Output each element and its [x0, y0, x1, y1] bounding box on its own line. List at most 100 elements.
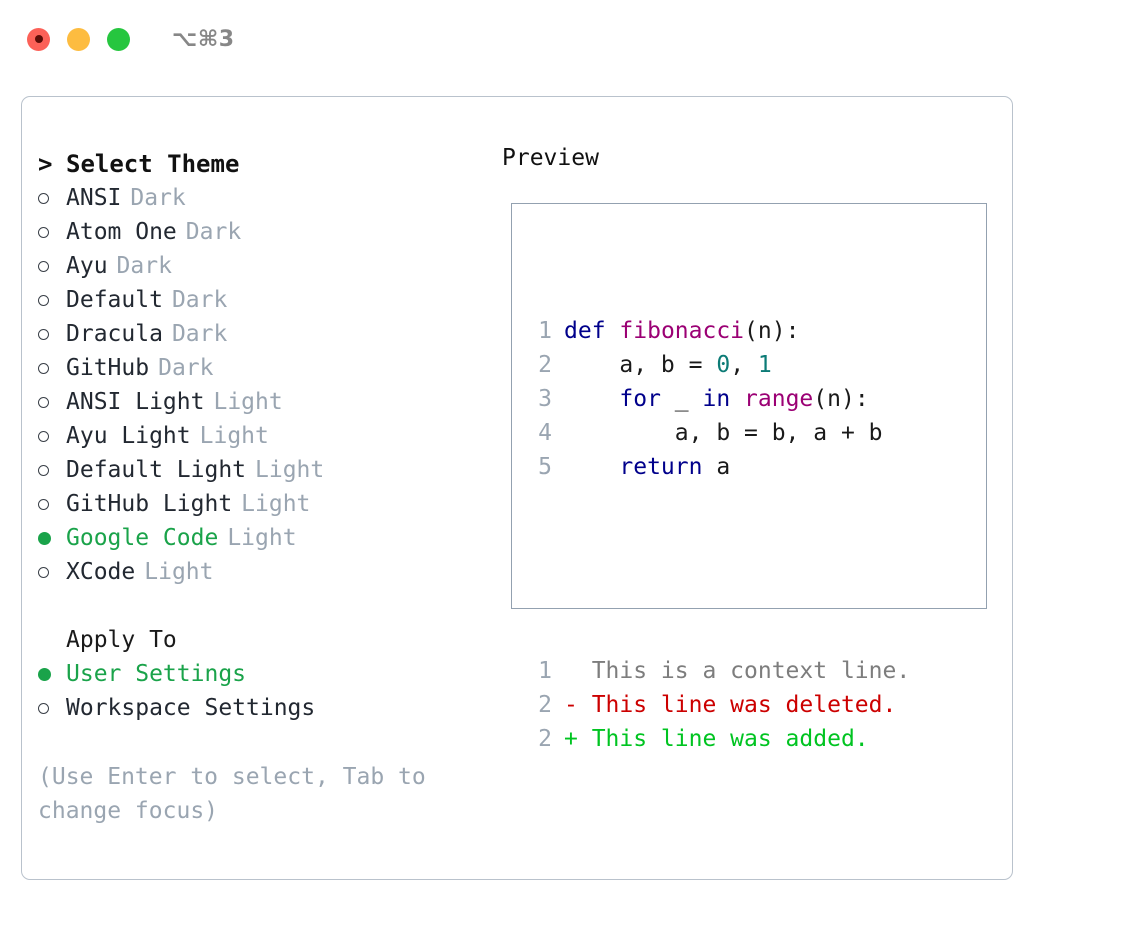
- radio-unselected-icon: [38, 464, 66, 476]
- line-number: 1: [538, 658, 552, 684]
- close-button[interactable]: [27, 27, 50, 51]
- code-line: 2 a, b = 0, 1: [530, 348, 910, 382]
- zoom-button[interactable]: [107, 27, 130, 51]
- code-token: a: [702, 454, 731, 480]
- code-token: a, b = b, a + b: [564, 420, 883, 446]
- diff-text: This is a context line.: [564, 658, 911, 684]
- diff-line: 2 + This line was added.: [530, 722, 910, 756]
- code-line: 3 for _ in range(n):: [530, 382, 910, 416]
- theme-option-label: Ayu Light: [66, 422, 191, 449]
- diff-line: 1 This is a context line.: [530, 654, 910, 688]
- apply-to-header: Apply To: [38, 623, 478, 657]
- line-number: 2: [538, 692, 552, 718]
- line-number: 3: [538, 386, 552, 412]
- theme-option-label: Default Light: [66, 456, 247, 483]
- code-token: a, b =: [564, 352, 717, 378]
- theme-option-label: Default: [66, 286, 163, 313]
- radio-selected-icon: [38, 667, 66, 681]
- theme-mode-badge: Light: [213, 388, 283, 415]
- window-controls: [27, 27, 130, 51]
- code-token: (n):: [744, 318, 800, 344]
- radio-unselected-icon: [38, 328, 66, 340]
- preview-title: Preview: [502, 145, 599, 171]
- apply-to-option-workspace-settings[interactable]: Workspace Settings: [38, 691, 478, 725]
- line-number: 5: [538, 454, 552, 480]
- theme-mode-badge: Dark: [171, 286, 228, 313]
- selection-caret-icon: >: [38, 150, 53, 178]
- code-token: [606, 318, 620, 344]
- list-gap: [38, 589, 478, 623]
- theme-option-label: GitHub Light: [66, 490, 233, 517]
- theme-mode-badge: Dark: [158, 354, 214, 381]
- diff-block: 1 This is a context line. 2 - This line wa…: [530, 654, 910, 756]
- code-token: 0: [716, 352, 731, 378]
- theme-option-default[interactable]: Default Dark: [38, 283, 478, 317]
- minimize-button[interactable]: [67, 27, 90, 51]
- code-token: [730, 386, 744, 412]
- radio-unselected-icon: [38, 192, 66, 204]
- theme-option-label: Dracula: [66, 320, 163, 347]
- window-title: ⌥⌘3: [172, 26, 235, 52]
- theme-option-label: Atom One: [66, 218, 177, 245]
- theme-mode-badge: Light: [255, 456, 325, 483]
- theme-option-dracula[interactable]: Dracula Dark: [38, 317, 478, 351]
- code-token: 1: [757, 352, 772, 378]
- radio-unselected-icon: [38, 396, 66, 408]
- theme-option-label: GitHub: [66, 354, 150, 381]
- theme-mode-badge: Dark: [171, 320, 228, 347]
- theme-mode-badge: Dark: [130, 184, 186, 211]
- theme-mode-badge: Light: [241, 490, 311, 517]
- theme-option-ayu-light[interactable]: Ayu Light Light: [38, 419, 478, 453]
- apply-to-option-label: User Settings: [66, 660, 247, 687]
- theme-option-label: XCode: [66, 558, 136, 585]
- theme-option-ansi[interactable]: ANSI Dark: [38, 181, 478, 215]
- code-token: [564, 454, 619, 480]
- apply-to-option-user-settings[interactable]: User Settings: [38, 657, 478, 691]
- theme-option-xcode[interactable]: XCode Light: [38, 555, 478, 589]
- code-line: 5 return a: [530, 450, 910, 484]
- theme-mode-badge: Dark: [116, 252, 172, 279]
- code-token: _: [660, 386, 703, 412]
- radio-unselected-icon: [38, 362, 66, 374]
- diff-line: 2 - This line was deleted.: [530, 688, 910, 722]
- theme-option-label: ANSI Light: [66, 388, 205, 415]
- code-token: (n):: [813, 386, 869, 412]
- theme-option-github[interactable]: GitHub Dark: [38, 351, 478, 385]
- apply-to-option-label: Workspace Settings: [66, 694, 316, 721]
- theme-option-ansi-light[interactable]: ANSI Light Light: [38, 385, 478, 419]
- diff-text: - This line was deleted.: [564, 692, 897, 718]
- radio-unselected-icon: [38, 702, 66, 714]
- theme-option-label: Ayu: [66, 252, 108, 279]
- diff-text: + This line was added.: [564, 726, 869, 752]
- code-token: ,: [730, 352, 758, 378]
- code-token: for: [619, 386, 661, 412]
- radio-unselected-icon: [38, 260, 66, 272]
- theme-option-ayu[interactable]: Ayu Dark: [38, 249, 478, 283]
- line-number: 2: [538, 726, 552, 752]
- preview-column: Preview: [502, 147, 992, 170]
- theme-option-default-light[interactable]: Default Light Light: [38, 453, 478, 487]
- theme-option-label: ANSI: [66, 184, 122, 211]
- line-number: 1: [538, 318, 552, 344]
- code-gap: [530, 552, 910, 586]
- code-token: return: [619, 454, 703, 480]
- window-titlebar: ⌥⌘3: [0, 0, 1140, 78]
- radio-unselected-icon: [38, 498, 66, 510]
- theme-option-github-light[interactable]: GitHub Light Light: [38, 487, 478, 521]
- radio-unselected-icon: [38, 430, 66, 442]
- theme-list-header: > Select Theme: [38, 147, 478, 181]
- theme-mode-badge: Light: [227, 524, 297, 551]
- code-token: range: [744, 386, 814, 412]
- theme-mode-badge: Light: [144, 558, 214, 585]
- theme-mode-badge: Light: [199, 422, 269, 449]
- code-token: [564, 386, 619, 412]
- line-number: 4: [538, 420, 552, 446]
